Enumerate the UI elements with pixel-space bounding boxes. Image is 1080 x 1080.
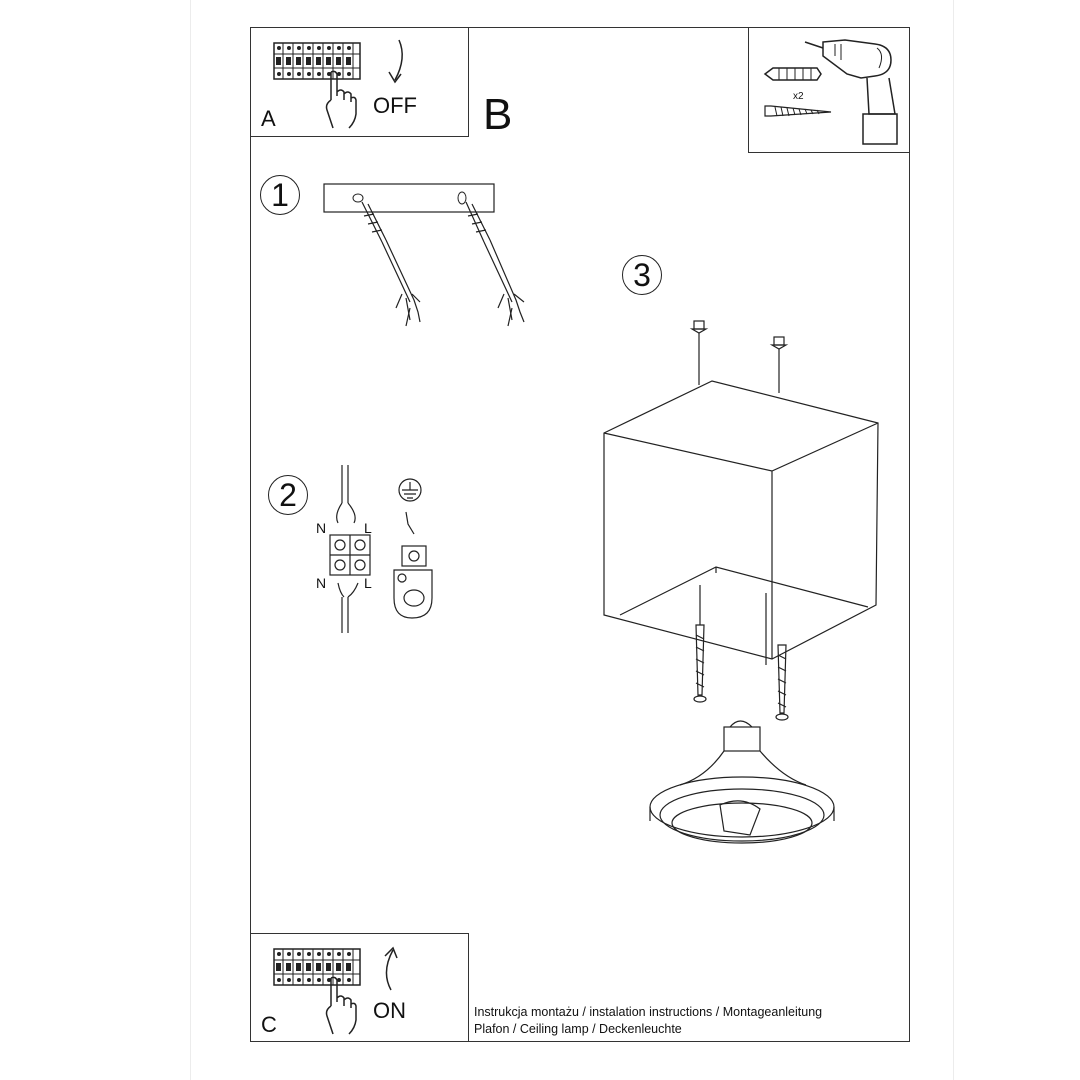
arrow-up-icon	[384, 946, 398, 991]
neutral-label-bottom: N	[316, 575, 327, 591]
live-label-top: L	[364, 520, 372, 536]
drill-icon	[804, 39, 898, 145]
step-1-badge: 1	[260, 175, 300, 215]
terminal-block-diagram	[329, 465, 371, 633]
circuit-breaker-icon	[273, 42, 361, 80]
quantity-label: x2	[793, 91, 804, 102]
panel-c-letter: C	[261, 1012, 277, 1037]
panel-b-letter: B	[483, 90, 513, 139]
panel-a-letter: A	[261, 106, 276, 131]
panel-c-power-on: ON C	[250, 933, 469, 1042]
footer-caption: Instrukcja montażu / instalation instruc…	[474, 1004, 822, 1038]
step-3-badge: 3	[622, 255, 662, 295]
instruction-sheet	[190, 0, 954, 1080]
ground-terminal-diagram	[393, 478, 433, 619]
hand-icon	[325, 70, 357, 129]
off-label: OFF	[373, 93, 417, 118]
on-label: ON	[373, 998, 406, 1023]
mounting-bracket-diagram	[323, 183, 525, 327]
footer-line-1: Instrukcja montażu / instalation instruc…	[474, 1005, 823, 1019]
instruction-frame	[250, 27, 910, 1042]
hand-icon	[325, 976, 357, 1035]
step-2-number: 2	[279, 476, 297, 513]
screw-icon	[764, 105, 832, 117]
neutral-label-top: N	[316, 520, 327, 536]
step-3-number: 3	[633, 256, 651, 293]
circuit-breaker-icon	[273, 948, 361, 986]
footer-line-2: Plafon / Ceiling lamp / Deckenleuchte	[474, 1022, 682, 1036]
panel-a-power-off: OFF A	[250, 27, 469, 137]
tools-panel: x2	[748, 27, 910, 153]
wall-plug-icon	[763, 67, 822, 81]
lamp-assembly-diagram	[603, 320, 879, 844]
live-label-bottom: L	[364, 575, 372, 591]
step-1-number: 1	[271, 176, 289, 213]
arrow-down-icon	[388, 39, 403, 84]
step-2-badge: 2	[268, 475, 308, 515]
